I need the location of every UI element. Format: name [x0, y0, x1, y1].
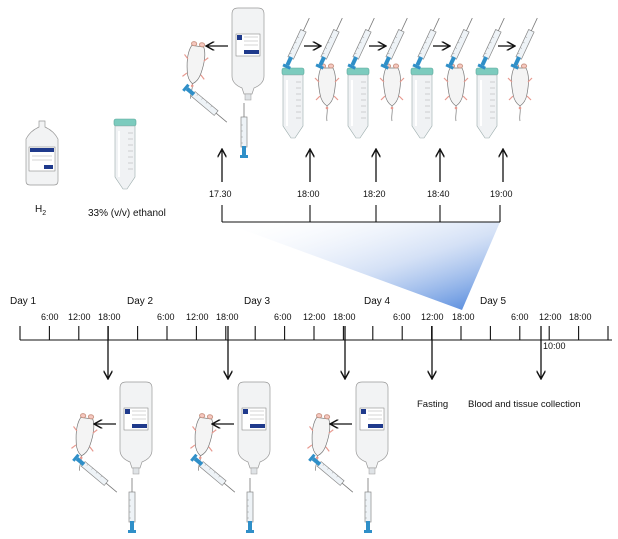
detail-tube-icon: [281, 67, 305, 139]
bottom-group-day2: [185, 381, 271, 534]
bottom-group-day1: [66, 381, 153, 534]
syringe-icon: [127, 477, 137, 534]
day-label: Day 4: [364, 296, 391, 307]
syringe-icon: [189, 453, 238, 496]
detail-syringe-icon: [181, 83, 230, 126]
day-label: Day 1: [10, 296, 37, 307]
detail-syringe-icon: [239, 102, 249, 159]
syringe-icon: [245, 477, 255, 534]
hour-label: 6:00: [274, 312, 292, 322]
zoom-wedge: [222, 222, 500, 310]
detail-syringe-icon: [346, 15, 379, 71]
detail-tube-icon: [475, 67, 499, 139]
hour-label: 12:00: [539, 312, 562, 322]
legend-water-label: H2: [35, 204, 47, 217]
day-label: Day 5: [480, 296, 507, 307]
detail-syringe-icon: [379, 15, 412, 71]
syringe-icon: [363, 477, 373, 534]
hour-label: 6:00: [157, 312, 175, 322]
detail-tube-icon: [346, 67, 370, 139]
day-label: Day 3: [244, 296, 271, 307]
detail-syringe-icon: [314, 15, 347, 71]
hour-label: 12:00: [421, 312, 444, 322]
detail-time-label: 18:40: [427, 189, 450, 199]
detail-mouse-icon: [314, 63, 340, 122]
hour-label: 18:00: [569, 312, 592, 322]
detail-time-label: 18:00: [297, 189, 320, 199]
detail-syringe-icon: [411, 15, 444, 71]
hour-label: 18:00: [333, 312, 356, 322]
detail-mouse-icon: [177, 39, 211, 101]
hour-label: 12:00: [303, 312, 326, 322]
hour-label: 6:00: [41, 312, 59, 322]
detail-time-label: 18:20: [363, 189, 386, 199]
extra-time-label: 10:00: [543, 341, 566, 351]
hour-label: 6:00: [511, 312, 529, 322]
legend-ethanol-label: 33% (v/v) ethanol: [88, 208, 166, 219]
syringe-icon: [307, 453, 356, 496]
hour-label: 12:00: [68, 312, 91, 322]
detail-tube-icon: [410, 67, 434, 139]
syringe-icon: [71, 453, 120, 496]
detail-mouse-icon: [379, 63, 405, 122]
collection-label: Blood and tissue collection: [468, 399, 581, 410]
hour-label: 18:00: [452, 312, 475, 322]
hour-label: 18:00: [98, 312, 121, 322]
detail-mice-row: [177, 7, 542, 159]
detail-syringe-icon: [509, 15, 542, 71]
detail-time-arrows: [222, 150, 503, 182]
feeding-bottle-icon: [119, 381, 153, 475]
detail-mouse-icon: [443, 63, 469, 122]
detail-time-label: 17.30: [209, 189, 232, 199]
main-timeline-arrows: [108, 326, 541, 378]
feeding-bottle-icon: [355, 381, 389, 475]
hour-label: 12:00: [186, 312, 209, 322]
detail-mouse-icon: [507, 63, 533, 122]
detail-bracket: [221, 205, 501, 223]
detail-syringe-icon: [281, 15, 314, 71]
legend-ethanol-tube-icon: [113, 118, 137, 190]
detail-time-label: 19:00: [490, 189, 513, 199]
day-label: Day 2: [127, 296, 154, 307]
hour-label: 6:00: [393, 312, 411, 322]
main-timeline-axis: [19, 326, 612, 341]
detail-bottle-icon: [231, 7, 265, 101]
bottom-group-day3: [302, 381, 389, 534]
hour-label: 18:00: [216, 312, 239, 322]
legend-water-bottle-icon: [25, 120, 59, 186]
feeding-bottle-icon: [237, 381, 271, 475]
fasting-label: Fasting: [417, 399, 449, 410]
detail-syringe-icon: [444, 15, 477, 71]
detail-syringe-icon: [476, 15, 509, 71]
